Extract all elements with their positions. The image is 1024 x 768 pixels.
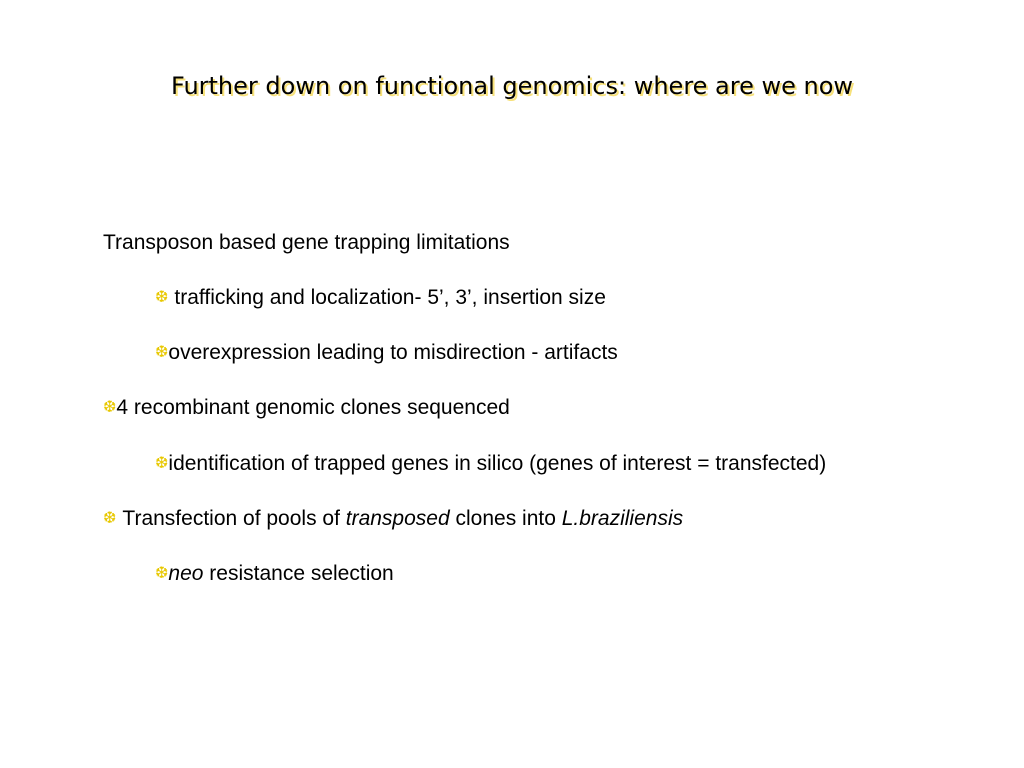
heading-line-transposon: Transposon based gene trapping limitatio…	[103, 230, 510, 256]
snowflake-icon: ❆	[103, 510, 117, 527]
line-text: 4 recombinant genomic clones sequenced	[116, 396, 510, 419]
sub-bullet-overexpression: ❆overexpression leading to misdirection …	[155, 340, 618, 366]
sub-bullet-trafficking: ❆ trafficking and localization- 5’, 3’, i…	[155, 285, 606, 311]
line-text: identification of trapped genes in silic…	[168, 452, 827, 475]
sub-bullet-neo-selection: ❆neo resistance selection	[155, 561, 394, 587]
snowflake-icon: ❆	[155, 455, 169, 472]
line-text: Transposon based gene trapping limitatio…	[103, 231, 510, 254]
line-text-part: clones into	[449, 507, 562, 530]
line-text: trafficking and localization- 5’, 3’, in…	[174, 286, 606, 309]
snowflake-icon: ❆	[103, 399, 117, 416]
slide-title: Further down on functional genomics: whe…	[170, 72, 854, 100]
line-text-italic: transposed	[345, 507, 450, 530]
snowflake-icon: ❆	[155, 565, 169, 582]
snowflake-icon: ❆	[155, 289, 169, 306]
bullet-recombinant-clones: ❆4 recombinant genomic clones sequenced	[103, 395, 510, 421]
line-text: overexpression leading to misdirection -…	[168, 341, 618, 364]
line-text-part: resistance selection	[203, 562, 394, 585]
sub-bullet-identification: ❆identification of trapped genes in sili…	[155, 451, 826, 477]
line-text-part: Transfection of pools of	[122, 507, 346, 530]
line-text-italic: L.braziliensis	[561, 507, 684, 530]
bullet-transfection: ❆ Transfection of pools of transposed clo…	[103, 506, 683, 532]
line-text-italic: neo	[168, 562, 204, 585]
snowflake-icon: ❆	[155, 344, 169, 361]
